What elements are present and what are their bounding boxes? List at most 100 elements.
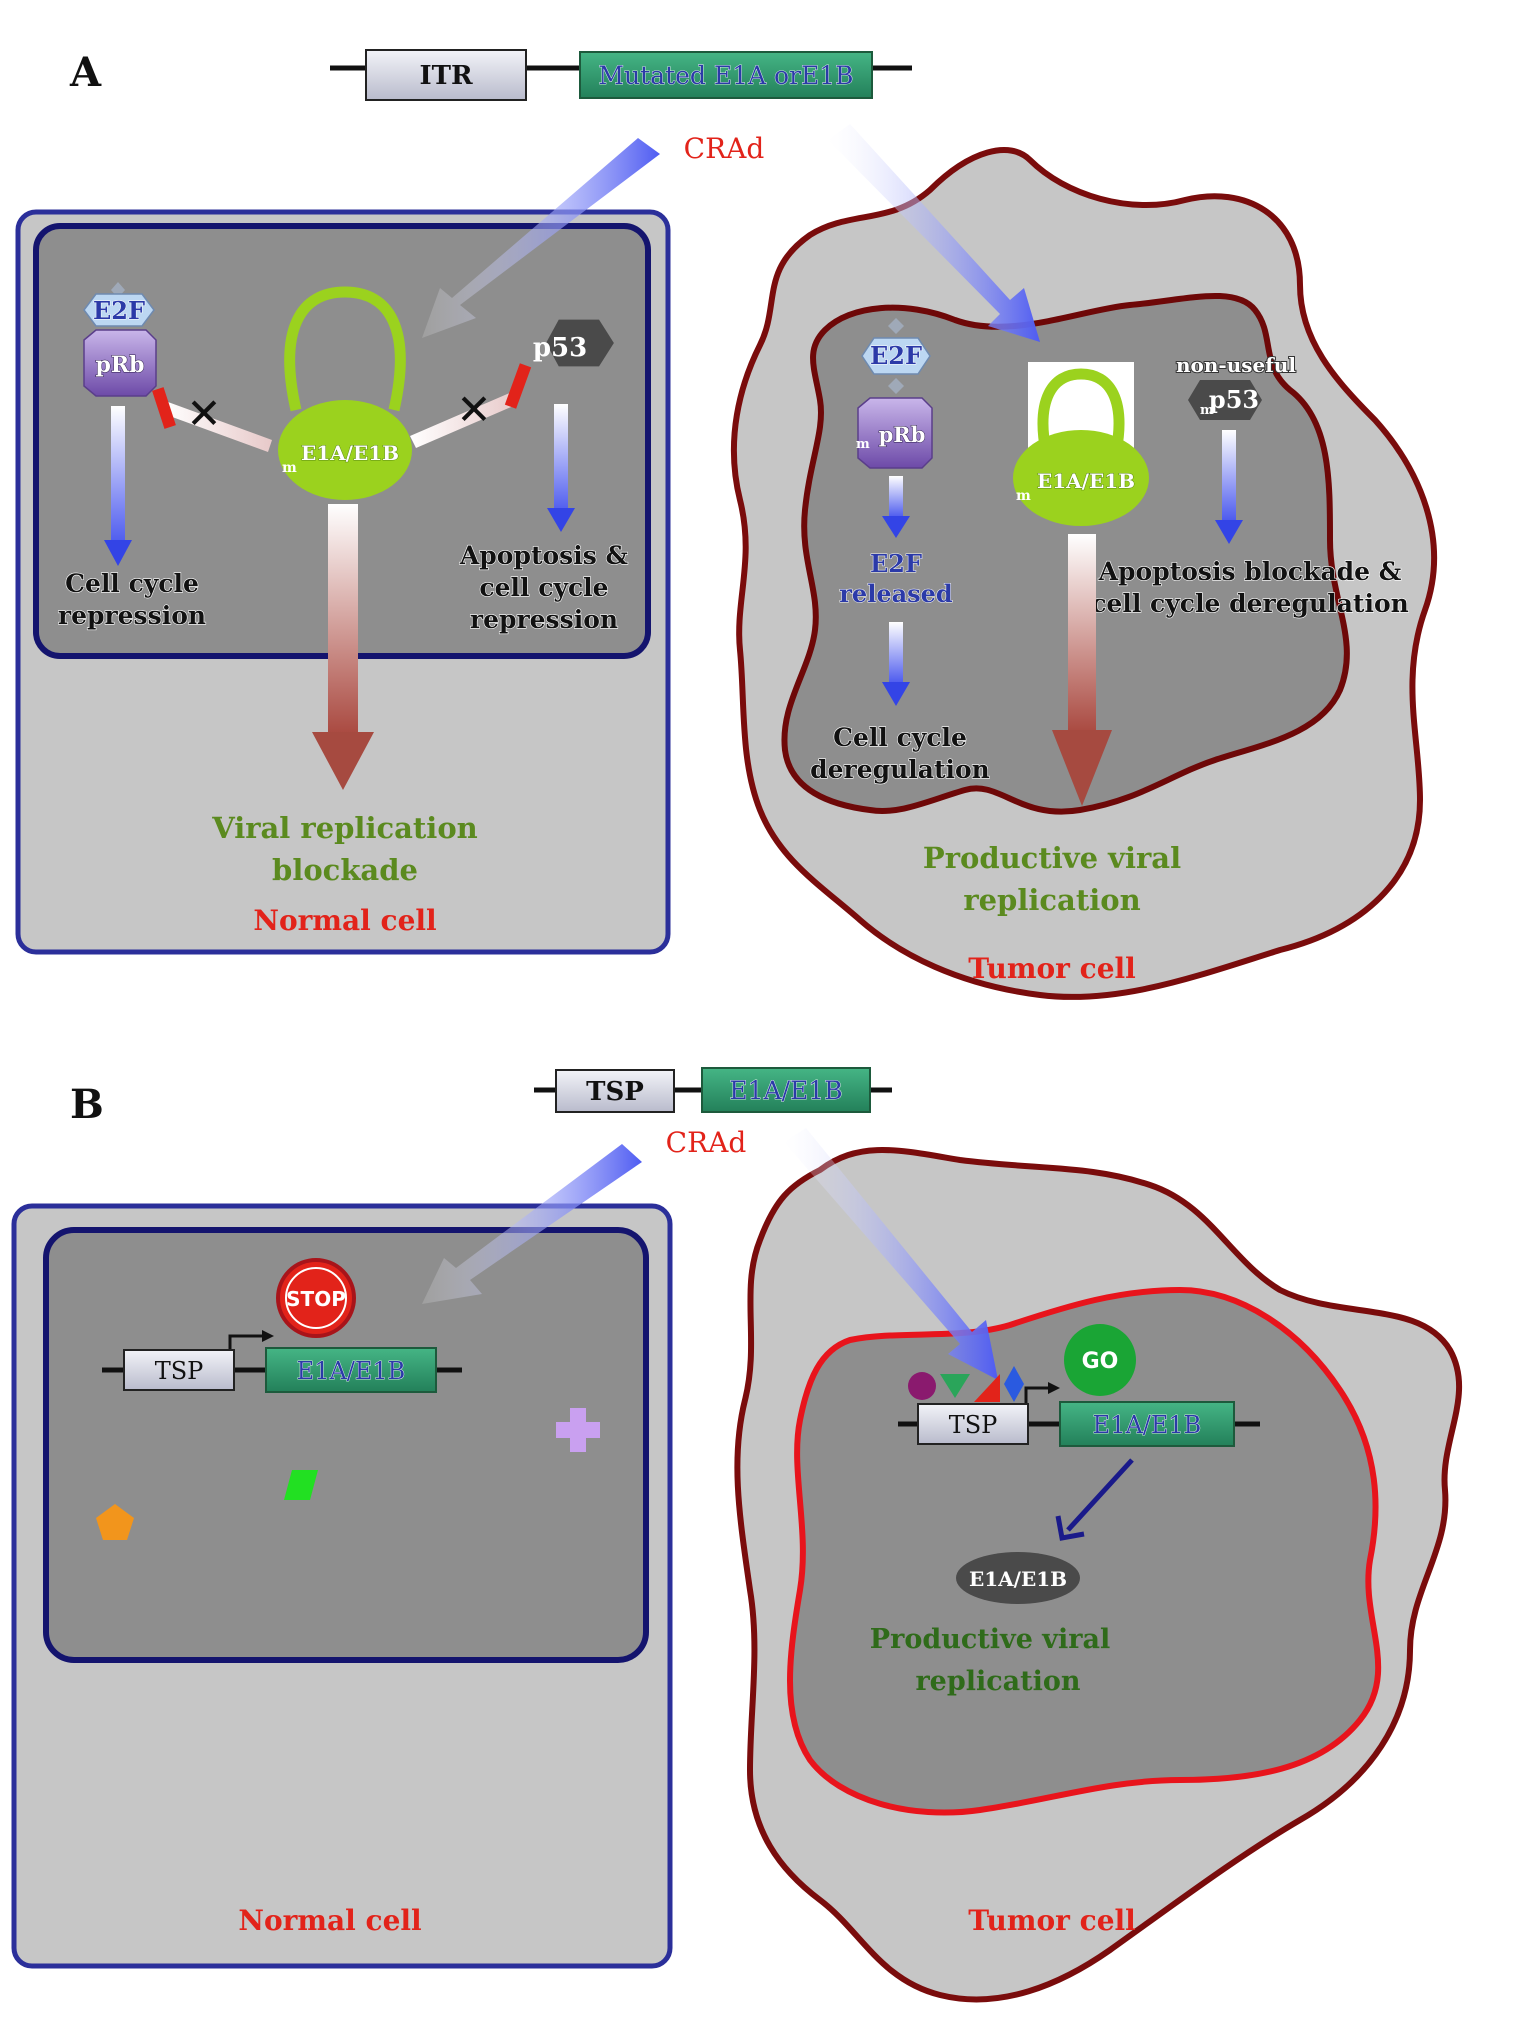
arrow-dereg-head <box>882 682 910 706</box>
itr-box <box>365 49 527 101</box>
x-mark-left: ✕ <box>186 389 221 438</box>
viral-blockade-line-1: Viral replication <box>211 811 478 845</box>
tsp-label-normal-b: TSP <box>155 1357 204 1385</box>
apoptosis-line-3: repression <box>470 605 618 634</box>
cell-cycle-repression-1: Cell cycle <box>65 569 199 598</box>
mp53-sub-tumor-a: m <box>1200 403 1214 418</box>
itr-label: ITR <box>419 61 473 91</box>
crad-label-a: CRAd <box>684 132 765 165</box>
prb-label-normal-a: pRb <box>95 352 144 378</box>
inhibition-p53-blocked: ✕ <box>410 363 532 448</box>
arrow-viral-tumor-head <box>1052 730 1112 806</box>
e2f-released-line-2: released <box>839 579 953 608</box>
expression-arrow <box>1066 1458 1134 1532</box>
e2f-label-normal-a: E2F <box>93 296 145 325</box>
arrow-apop-blockade-shaft <box>1222 430 1236 522</box>
inhibition-prb-blocked: ✕ <box>152 387 272 452</box>
mp53-nonuseful-tumor-a: non-useful m p53 <box>1175 352 1297 420</box>
me1a-sub-normal-a: m <box>282 460 297 476</box>
gene-label-construct: E1A/E1B <box>729 1076 842 1105</box>
cell-cycle-dereg-line-2: deregulation <box>810 755 990 784</box>
arrow-e2f-release-head <box>882 516 910 538</box>
mutated-gene-box <box>579 51 873 99</box>
construct-b: TSP E1A/E1B <box>534 1067 892 1113</box>
go-label: GO <box>1082 1349 1119 1374</box>
go-sign: GO <box>1064 1324 1136 1396</box>
mprb-sub-tumor-a: m <box>856 437 870 452</box>
stop-label: STOP <box>286 1287 346 1311</box>
mutated-gene-label: Mutated E1A orE1B <box>598 61 853 90</box>
productive-viral-line-2-a: replication <box>963 883 1140 917</box>
apoptosis-blockade-line-1: Apoptosis blockade & <box>1098 557 1402 586</box>
tumor-cell-label-a: Tumor cell <box>968 952 1136 985</box>
tsp-label-tumor-b: TSP <box>949 1411 998 1439</box>
arrow-apoptosis-shaft <box>554 404 568 514</box>
e1a-e1b-protein-tumor-b: E1A/E1B <box>956 1552 1080 1604</box>
arrow-e2f-release-shaft <box>889 476 903 518</box>
mprb-label-tumor-a: pRb <box>879 422 926 447</box>
e2f-label-tumor-a: E2F <box>870 341 922 370</box>
tumor-cell-label-b: Tumor cell <box>968 1904 1136 1937</box>
me1a-label-tumor-a: E1A/E1B <box>1037 469 1135 493</box>
viral-blockade-line-2: blockade <box>272 853 418 887</box>
tumor-cell-b <box>734 1147 1462 2003</box>
normal-cell-b <box>11 1203 673 1969</box>
x-mark-right: ✕ <box>456 385 491 434</box>
construct-a: ITR Mutated E1A orE1B <box>330 49 912 101</box>
crad-arrow-to-tumor-a <box>828 124 1040 342</box>
normal-cell-label-b: Normal cell <box>238 1904 421 1937</box>
apoptosis-blockade-line-2: cell cycle deregulation <box>1091 589 1409 618</box>
gene-label-normal-b: E1A/E1B <box>297 1357 406 1385</box>
arrow-apoptosis-head <box>547 508 575 532</box>
tsp-box-normal-b <box>123 1349 235 1391</box>
productive-viral-line-2-b: replication <box>915 1666 1080 1697</box>
me1a-e1b-protein-tumor-a: m E1A/E1B <box>1013 362 1149 526</box>
cell-cycle-dereg-line-1: Cell cycle <box>833 723 967 752</box>
red-triangle-factor <box>974 1374 1000 1402</box>
arrow-viral-tumor-shaft <box>1068 534 1096 734</box>
normal-cell-label-a: Normal cell <box>253 904 436 937</box>
purple-circle-factor <box>908 1372 936 1400</box>
crad-arrow-to-tumor-b <box>784 1128 998 1380</box>
crad-arrow-to-normal-b <box>422 1144 642 1304</box>
me1a-e1b-protein-normal-a: m E1A/E1B <box>278 286 412 500</box>
arrow-cell-cycle-shaft <box>111 406 125 546</box>
productive-viral-line-1-a: Productive viral <box>923 841 1181 875</box>
stop-sign: STOP <box>276 1258 356 1338</box>
p53-label-normal-a: p53 <box>533 333 587 363</box>
e2f-shape <box>83 293 155 327</box>
orange-pentagon-factor <box>96 1504 134 1540</box>
e2f-prb-complex-normal-a: E2F pRb <box>83 282 157 397</box>
crad-label-b: CRAd <box>666 1126 747 1159</box>
green-parallelogram-factor <box>284 1470 318 1500</box>
tsp-box-construct <box>555 1069 675 1113</box>
tsp-box-tumor-b <box>917 1403 1029 1445</box>
blue-diamond-factor <box>1004 1366 1024 1402</box>
arrow-dereg-shaft <box>889 622 903 684</box>
apoptosis-line-1: Apoptosis & <box>459 541 629 570</box>
gene-box-normal-b <box>265 1347 437 1393</box>
tsp-label-construct: TSP <box>586 1077 644 1107</box>
e2f-released-line-1: E2F <box>870 549 922 578</box>
mp53-label-tumor-a: p53 <box>1209 385 1259 414</box>
me1a-label-normal-a: E1A/E1B <box>301 441 399 465</box>
productive-viral-line-1-b: Productive viral <box>870 1624 1110 1655</box>
arrow-apop-blockade-head <box>1215 520 1243 544</box>
green-triangle-factor <box>940 1374 970 1398</box>
gene-box-tumor-b <box>1059 1401 1235 1447</box>
p53-normal-a: p53 <box>533 319 614 367</box>
nonuseful-label: non-useful <box>1176 353 1296 377</box>
cell-cycle-repression-2: repression <box>58 601 206 630</box>
e2f-prb-complex-tumor-a: E2F m pRb <box>856 318 933 469</box>
prb-shape <box>83 329 157 397</box>
apoptosis-line-2: cell cycle <box>479 573 608 602</box>
panel-letter-a: A <box>69 49 102 96</box>
me1a-sub-tumor-a: m <box>1016 488 1031 504</box>
arrow-cell-cycle-head <box>104 540 132 566</box>
lilac-cross-factor <box>556 1408 600 1452</box>
arrow-viral-normal-head <box>312 732 374 790</box>
crad-arrow-to-normal-a <box>422 138 660 338</box>
e1a-e1b-protein-label-b: E1A/E1B <box>969 1567 1067 1591</box>
gene-label-tumor-b: E1A/E1B <box>1093 1411 1202 1439</box>
